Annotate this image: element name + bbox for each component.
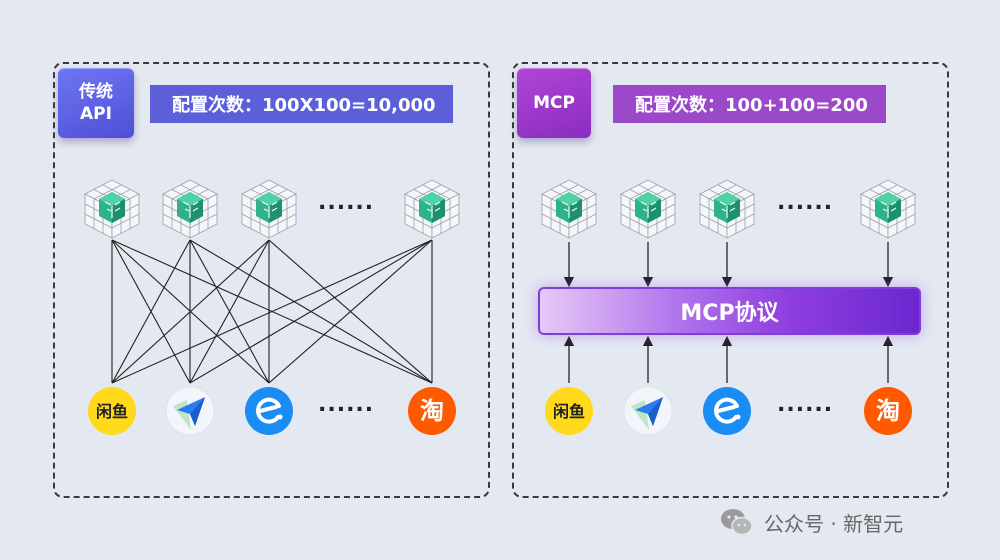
server-cube-left-3 bbox=[241, 179, 297, 239]
server-cube-left-4 bbox=[404, 179, 460, 239]
mcp-panel bbox=[512, 62, 949, 498]
mesh-line-3-1 bbox=[111, 239, 270, 384]
taobao-app-left-icon: 淘 bbox=[408, 387, 456, 435]
svg-text:淘: 淘 bbox=[876, 397, 900, 425]
server-cube-right-4 bbox=[860, 179, 916, 239]
mcp-tag: MCP bbox=[517, 68, 591, 138]
left-bottom-ellipsis: ...... bbox=[318, 392, 375, 417]
right-top-ellipsis: ...... bbox=[777, 190, 834, 215]
traditional-config-count: 配置次数：100X100=10,000 bbox=[150, 85, 453, 123]
server-cube-right-3 bbox=[699, 179, 755, 239]
watermark: 公众号 · 新智元 bbox=[720, 505, 903, 539]
tag-line-2: API bbox=[80, 104, 112, 124]
xianyu-app-left-icon: 闲鱼 bbox=[88, 387, 136, 435]
tag-line-1: 传统 bbox=[79, 82, 113, 102]
server-cube-right-1 bbox=[541, 179, 597, 239]
taobao-app-right-icon: 淘 bbox=[864, 387, 912, 435]
server-cube-left-2 bbox=[162, 179, 218, 239]
navigation-app-left-icon bbox=[165, 386, 215, 436]
server-cube-right-2 bbox=[620, 179, 676, 239]
mcp-tag-label: MCP bbox=[533, 93, 575, 113]
mcp-config-count: 配置次数：100+100=200 bbox=[613, 85, 886, 123]
watermark-text: 公众号 · 新智元 bbox=[764, 511, 904, 536]
svg-text:淘: 淘 bbox=[420, 397, 444, 425]
mesh-connections bbox=[111, 239, 433, 384]
mesh-line-3-2 bbox=[189, 239, 270, 384]
navigation-app-right-icon bbox=[623, 386, 673, 436]
xianyu-app-right-icon: 闲鱼 bbox=[545, 387, 593, 435]
eleme-app-left-icon bbox=[245, 387, 293, 435]
mesh-line-4-3 bbox=[268, 239, 433, 384]
mesh-line-2-1 bbox=[111, 239, 191, 384]
traditional-api-tag: 传统 API bbox=[58, 68, 134, 138]
mesh-line-4-1 bbox=[111, 239, 433, 384]
server-cube-left-1 bbox=[84, 179, 140, 239]
svg-text:闲鱼: 闲鱼 bbox=[96, 402, 128, 421]
svg-text:闲鱼: 闲鱼 bbox=[553, 402, 585, 421]
mcp-protocol-label: MCP协议 bbox=[680, 301, 779, 326]
traditional-api-panel bbox=[53, 62, 490, 498]
eleme-app-right-icon bbox=[703, 387, 751, 435]
wechat-icon bbox=[721, 509, 753, 536]
protocol-arrows bbox=[563, 242, 894, 383]
mesh-line-4-2 bbox=[189, 239, 433, 384]
left-top-ellipsis: ...... bbox=[318, 190, 375, 215]
right-bottom-ellipsis: ...... bbox=[777, 392, 834, 417]
mcp-protocol-bar: MCP协议 bbox=[538, 287, 921, 335]
